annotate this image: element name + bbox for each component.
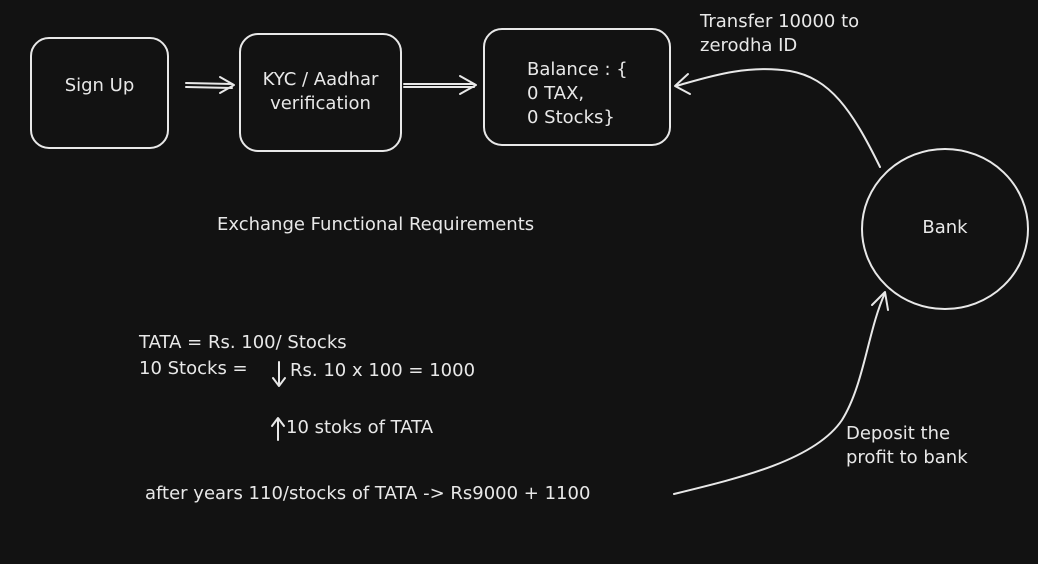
deposit-note-line-2: profit to bank xyxy=(846,447,968,468)
kyc-label: KYC / Aadhar verification xyxy=(240,68,401,116)
kyc-box[interactable] xyxy=(239,33,402,152)
bank-label: Bank xyxy=(922,217,968,238)
arrow-kyc-to-balance xyxy=(403,75,477,95)
down-arrow-icon xyxy=(272,361,286,387)
balance-label-line-3: 0 Stocks} xyxy=(527,107,615,128)
stocks-tata: 10 stoks of TATA xyxy=(286,417,434,438)
balance-label-line-1: Balance : { xyxy=(527,59,628,80)
arrow-bank-to-balance xyxy=(674,68,881,168)
balance-box[interactable] xyxy=(483,28,671,146)
transfer-note: Transfer 10000 to zerodha ID xyxy=(700,10,859,58)
balance-label-line-2: 0 TAX, xyxy=(527,83,585,104)
deposit-note: Deposit the profit to bank xyxy=(846,422,968,470)
stocks-label: 10 Stocks = xyxy=(139,358,248,379)
kyc-label-line-2: verification xyxy=(270,93,371,114)
diagram-title: Exchange Functional Requirements xyxy=(217,214,535,235)
arrow-signup-to-kyc xyxy=(185,76,235,94)
price-line: TATA = Rs. 100/ Stocks xyxy=(139,332,347,353)
sign-up-box[interactable] xyxy=(30,37,169,149)
after-years-line: after years 110/stocks of TATA -> Rs9000… xyxy=(145,483,591,504)
bank-circle[interactable] xyxy=(861,148,1029,310)
balance-label: Balance : { 0 TAX, 0 Stocks} xyxy=(527,58,628,130)
arrow-profit-to-bank xyxy=(673,291,889,495)
stocks-calc: Rs. 10 x 100 = 1000 xyxy=(290,360,476,381)
transfer-note-line-2: zerodha ID xyxy=(700,35,798,56)
kyc-label-line-1: KYC / Aadhar xyxy=(262,69,379,90)
up-arrow-icon xyxy=(271,417,285,441)
deposit-note-line-1: Deposit the xyxy=(846,423,951,444)
transfer-note-line-1: Transfer 10000 to xyxy=(700,11,860,32)
sign-up-label: Sign Up xyxy=(64,75,135,96)
